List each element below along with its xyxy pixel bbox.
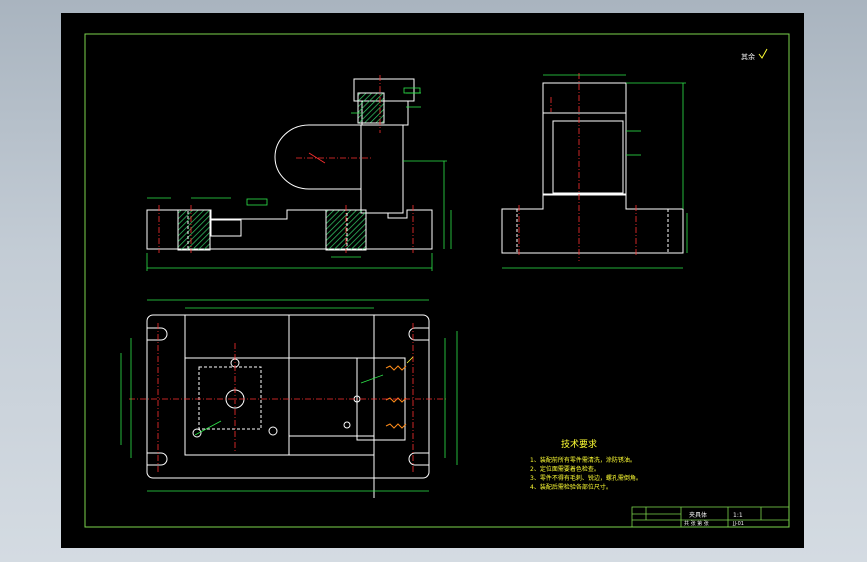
tech-note: 4、装配后需检验各部位尺寸。 xyxy=(530,483,612,491)
roughness-symbol xyxy=(758,48,768,59)
tech-note: 1、装配前所有零件需清洗，涂防锈油。 xyxy=(530,456,636,464)
title-block-scale: 1:1 xyxy=(733,512,743,519)
front-view-dimensions xyxy=(146,87,452,271)
tech-note: 2、定位面需要着色检查。 xyxy=(530,465,600,473)
front-view-centerlines xyxy=(158,75,414,253)
tech-title: 技术要求 xyxy=(561,438,597,450)
tech-note: 3、零件不得有毛刺、锐边，螺孔需倒角。 xyxy=(530,474,642,482)
title-block-code: JJ-01 xyxy=(732,521,744,527)
roughness-note: 其余 xyxy=(741,52,755,61)
side-view-centerlines xyxy=(518,73,637,261)
top-view[interactable] xyxy=(146,314,430,498)
side-view-dimensions xyxy=(502,74,688,269)
tech-notes: 1、装配前所有零件需清洗，涂防锈油。 2、定位面需要着色检查。 3、零件不得有毛… xyxy=(530,456,642,491)
front-view[interactable] xyxy=(146,78,433,251)
top-view-centerlines xyxy=(129,323,447,473)
side-view[interactable] xyxy=(501,82,684,254)
title-block-name: 夹具体 xyxy=(689,511,707,519)
top-view-screws xyxy=(385,365,407,429)
cad-drawing-sheet[interactable]: 其余 技术要求 1、装配前所有零件需清洗，涂防锈油。 2、定位面需要着色检查。 … xyxy=(61,13,804,548)
top-view-dimensions xyxy=(120,299,458,492)
sheet-border xyxy=(84,33,790,528)
title-block-sheet: 共 张 第 张 xyxy=(684,520,709,527)
title-block[interactable] xyxy=(631,506,790,528)
